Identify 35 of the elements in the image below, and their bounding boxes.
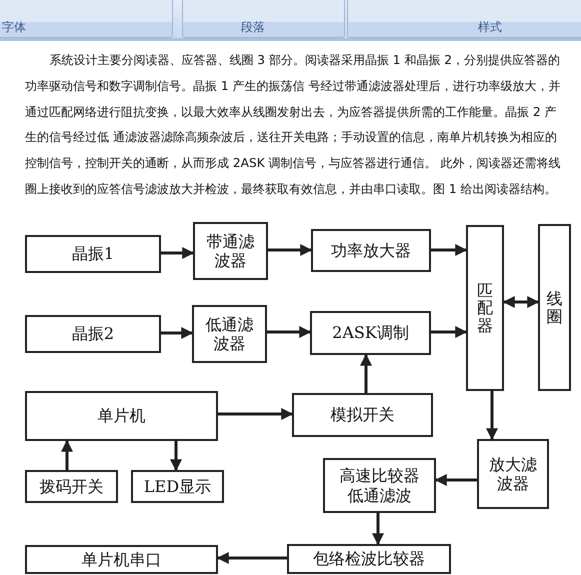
- arrow: [61, 440, 73, 470]
- arrow: [360, 354, 372, 393]
- arrow: [268, 244, 312, 256]
- ribbon-group-label: 字体: [2, 19, 26, 36]
- block-box: 单片机串口: [25, 545, 218, 574]
- block-box: LED显示: [131, 470, 224, 503]
- block-box: 高速比较器低通滤波: [323, 458, 436, 513]
- block-box: 2ASK调制: [310, 311, 431, 355]
- matcher-box: 匹配器: [466, 225, 504, 391]
- block-box: 放大滤波器: [477, 439, 549, 509]
- block-box: 晶振1: [25, 235, 161, 273]
- coil-box: 线圈: [538, 224, 571, 391]
- block-box: 低通滤波器: [192, 305, 267, 363]
- block-box: 包络检波比较器: [287, 544, 451, 574]
- arrow: [431, 326, 468, 338]
- block-box: 单片机: [25, 391, 218, 441]
- arrow: [267, 326, 312, 338]
- arrow: [372, 513, 384, 546]
- block-box: 拨码开关: [25, 470, 118, 503]
- ribbon-group-label: 样式: [478, 19, 502, 36]
- block-box: 晶振2: [25, 315, 161, 353]
- arrow: [161, 327, 194, 339]
- arrow: [502, 296, 540, 308]
- arrow: [216, 552, 287, 564]
- arrow: [434, 474, 477, 486]
- block-box: 模拟开关: [292, 393, 433, 437]
- arrow: [486, 391, 498, 440]
- arrow: [431, 244, 468, 256]
- ribbon-group-label: 段落: [241, 19, 265, 36]
- arrow: [170, 441, 182, 472]
- block-box: 功率放大器: [311, 229, 431, 272]
- block-box: 带通滤波器: [193, 222, 268, 280]
- arrow: [218, 408, 294, 420]
- paragraph: 系统设计主要分阅读器、应答器、线圈 3 部分。阅读器采用晶振 1 和晶振 2，分别提供应答器的功率驱动信号和数字调制信号。晶振 1 产生的振荡信 号经过带通滤波器处理后，进行功率级放大，并通过匹配网络进行阻抗变换，以最大效率从线圈发射出去，为应答器提供所需的工作能量。晶振 2 产生的信号经过低 通滤波器滤除高频杂波后，送往开关电路；手动设置的信息，南单片机转换为相应的控制信号，控制开关的通断，从而形成 2ASK 调制信号，与应答器进行通信。 此外，阅读器还需将线圈上接收到的应答信号滤波放大并检波，最终获取有效信息，并由串口读取。图 1 给出阅读器结构。: [25, 52, 562, 198]
- arrow: [161, 247, 194, 259]
